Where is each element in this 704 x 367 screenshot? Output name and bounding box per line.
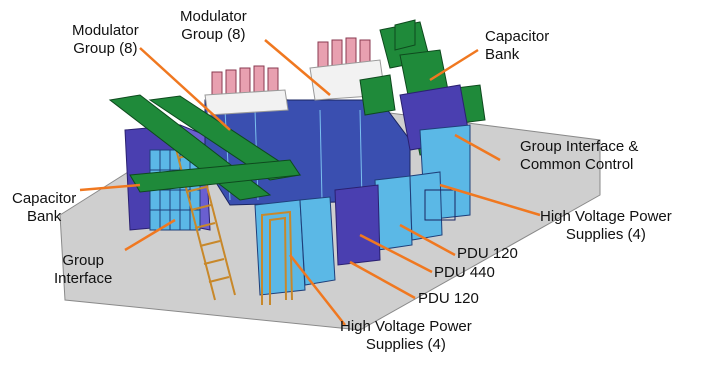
leader-capacitor-right — [429, 48, 479, 82]
label-modulator-group-left: Modulator Group (8) — [72, 22, 139, 57]
leader-pdu-120-top — [399, 223, 456, 257]
label-hv-power-supplies-right: High Voltage Power Supplies (4) — [540, 208, 672, 243]
leader-group-interface-left — [124, 218, 176, 252]
pdu-440-cabinet — [334, 184, 381, 266]
leader-modulator-center — [264, 39, 331, 96]
hv-power-supply-cabinets — [254, 171, 443, 296]
label-modulator-group-center: Modulator Group (8) — [180, 8, 247, 43]
label-group-interface-common-control: Group Interface & Common Control — [520, 138, 639, 173]
leader-capacitor-left — [79, 183, 141, 192]
leader-pdu-120-bottom — [349, 260, 416, 300]
leader-hv-right — [439, 183, 541, 217]
leader-modulator-left — [139, 47, 231, 131]
leader-group-interface-common — [454, 133, 501, 162]
leader-hv-bottom — [289, 254, 346, 326]
label-group-interface-left: Group Interface — [54, 252, 113, 287]
label-pdu-440: PDU 440 — [434, 264, 495, 281]
label-capacitor-bank-right: Capacitor Bank — [485, 28, 550, 63]
label-pdu-120-bottom: PDU 120 — [418, 290, 479, 307]
leader-lines — [79, 39, 541, 326]
label-pdu-120-top: PDU 120 — [457, 245, 518, 262]
label-hv-power-supplies-bottom: High Voltage Power Supplies (4) — [340, 318, 472, 353]
leader-pdu-440 — [359, 233, 433, 274]
hv-supply-rack-right — [424, 189, 456, 221]
label-capacitor-bank-left: Capacitor Bank — [12, 190, 77, 225]
